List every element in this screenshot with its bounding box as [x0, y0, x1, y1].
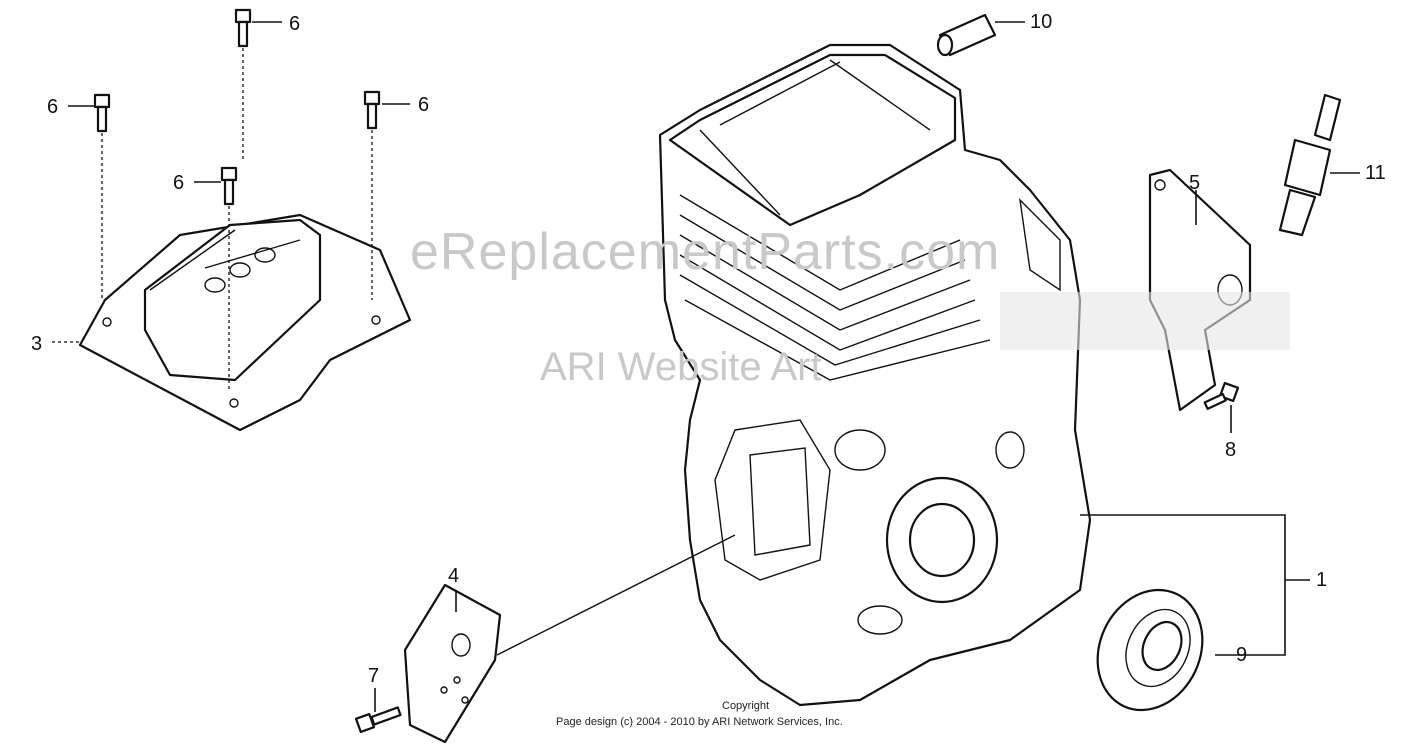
bolt-6-left — [68, 93, 111, 300]
leader-1 — [1080, 514, 1286, 656]
cylinder-block — [658, 43, 1092, 707]
callout-1: 1 — [1316, 569, 1328, 591]
copyright-title: Copyright — [722, 700, 770, 712]
callout-8: 8 — [1225, 439, 1237, 461]
plate-4 — [403, 534, 736, 744]
callout-10: 10 — [1030, 11, 1053, 33]
spark-plug-11 — [1278, 93, 1360, 237]
valve-cover — [78, 213, 412, 432]
bolt-6-top — [234, 8, 282, 160]
callout-4: 4 — [448, 565, 460, 587]
oil-seal-9 — [1096, 588, 1204, 712]
background-logo-shape — [1000, 292, 1290, 350]
bolt-8 — [1203, 381, 1240, 433]
copyright-notice: Page design (c) 2004 - 2010 by ARI Netwo… — [556, 716, 843, 728]
callout-6-left: 6 — [47, 96, 59, 118]
bracket-5 — [1148, 168, 1252, 412]
callout-6-right: 6 — [418, 94, 430, 116]
callout-9: 9 — [1236, 644, 1248, 666]
bolt-7 — [354, 688, 402, 734]
cap-10 — [936, 13, 1025, 57]
callout-5: 5 — [1189, 172, 1201, 194]
bolt-6-mid — [194, 166, 238, 390]
callout-6-mid: 6 — [173, 172, 185, 194]
watermark-art: ARI Website Art — [540, 345, 822, 389]
callout-6-top: 6 — [289, 13, 301, 35]
watermark-site: eReplacementParts.com — [410, 223, 1001, 281]
bolt-6-right — [363, 90, 410, 300]
callout-11: 11 — [1365, 162, 1386, 184]
callout-7: 7 — [368, 665, 380, 687]
callout-3: 3 — [31, 333, 43, 355]
